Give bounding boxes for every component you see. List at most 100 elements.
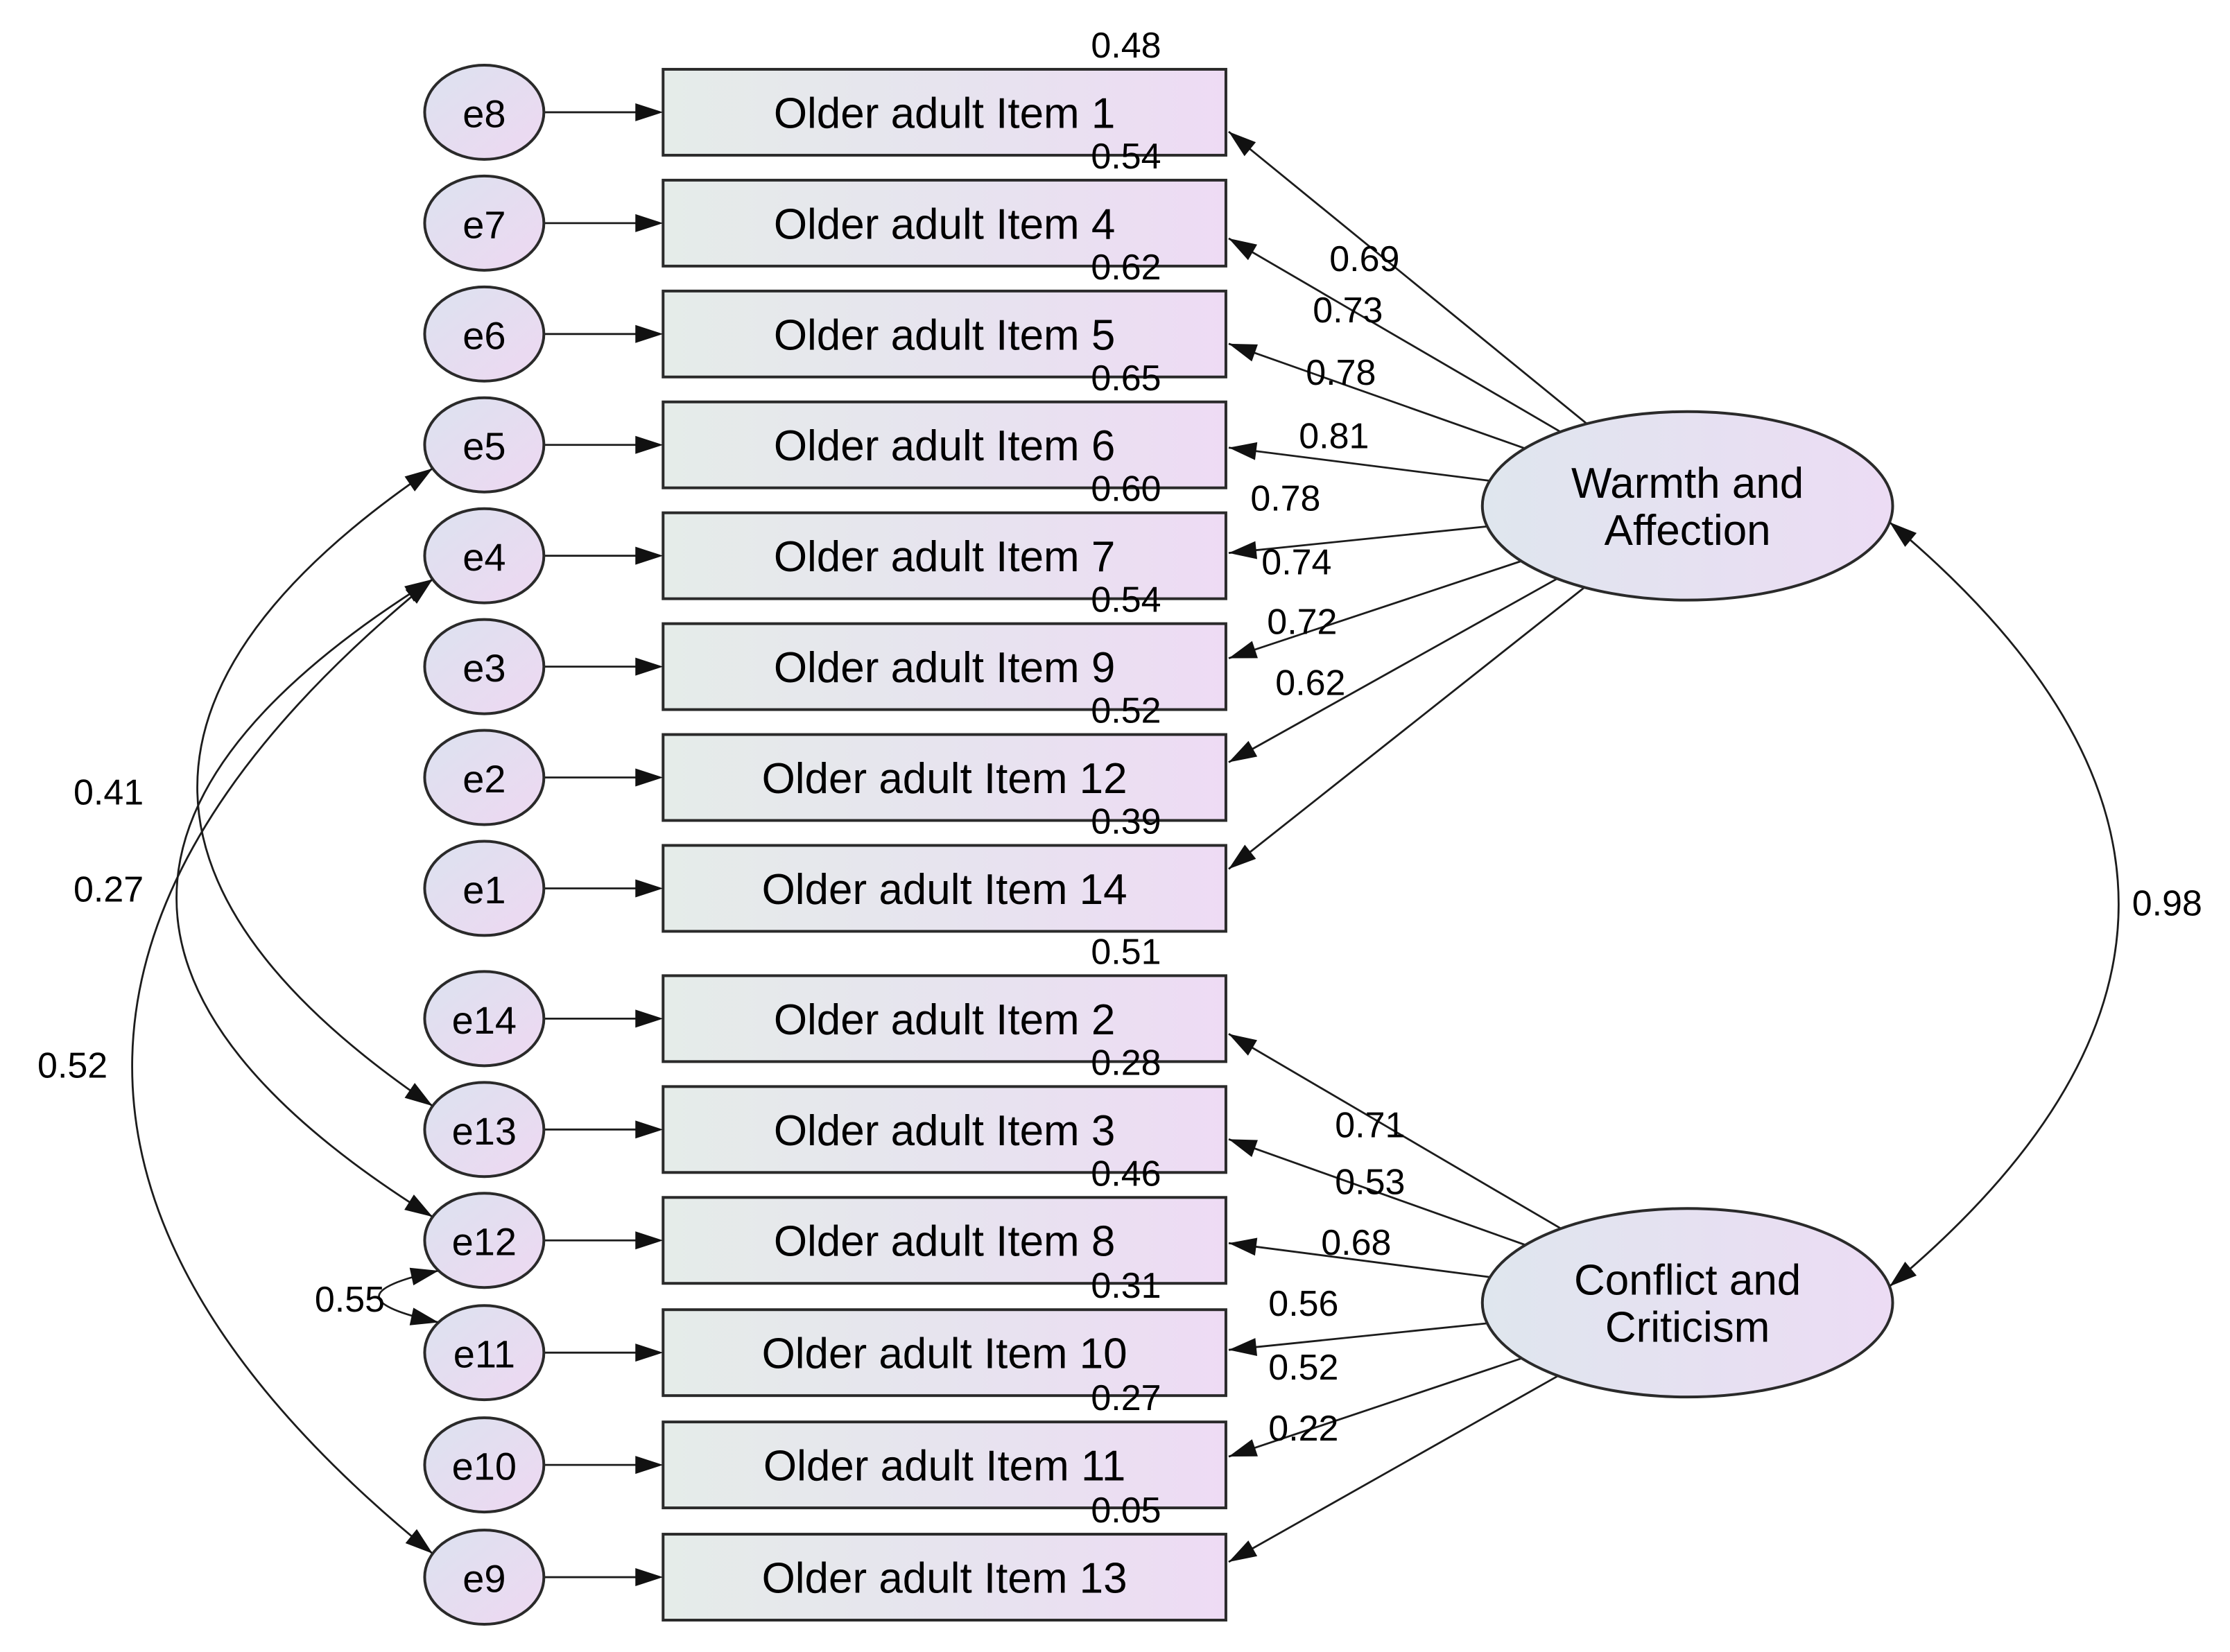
error-circle	[423, 970, 546, 1068]
arrowhead-icon	[404, 1083, 433, 1106]
error-covariance-label: 0.27	[74, 869, 144, 910]
arrowhead-icon	[635, 1009, 664, 1028]
nodes	[423, 63, 1894, 1626]
error-circle	[423, 174, 546, 272]
arrowhead-icon	[409, 1267, 439, 1286]
indicator-box	[662, 400, 1227, 489]
factor-loading-label: 0.72	[1267, 602, 1337, 643]
indicator-box-label: Older adult Item 11	[763, 1443, 1125, 1490]
error-circle-label: e4	[463, 535, 505, 579]
loading-path-arrow	[1228, 130, 1588, 425]
error-circle-label: e12	[452, 1220, 517, 1264]
r2-label: 0.27	[1091, 1378, 1161, 1418]
arrowhead-icon	[635, 879, 664, 898]
indicator-box	[662, 733, 1227, 822]
indicator-box-label: Older adult Item 10	[762, 1330, 1127, 1378]
error-covariance-curve	[131, 578, 433, 1555]
loading-path-arrow	[1228, 525, 1488, 555]
factor-loading-label: 0.78	[1306, 353, 1376, 393]
error-circle-label: e1	[463, 868, 505, 912]
loading-path-arrow	[1228, 446, 1490, 482]
latent-ellipse-warmth	[1480, 410, 1894, 602]
arrowhead-icon	[405, 579, 433, 604]
error-covariance-label: 0.52	[37, 1045, 107, 1086]
error-circle-label: e5	[463, 424, 505, 468]
indicator-box	[662, 178, 1227, 268]
indicator-box-label: Older adult Item 7	[774, 533, 1116, 581]
latent-ellipse-conflict	[1480, 1207, 1894, 1399]
arrowhead-icon	[1890, 522, 1917, 547]
factor-loading-label: 0.78	[1250, 479, 1320, 519]
error-covariance-curve	[378, 1269, 439, 1323]
latent-label-line1: Warmth and	[1571, 460, 1804, 507]
arrowhead-icon	[635, 324, 664, 343]
r2-label: 0.48	[1091, 26, 1161, 66]
error-circle-label: e13	[452, 1109, 517, 1153]
loading-path-arrow	[1228, 1138, 1526, 1246]
indicator-box-label: Older adult Item 12	[762, 755, 1127, 803]
error-circle	[423, 396, 546, 494]
arrowhead-icon	[635, 1120, 664, 1139]
arrowhead-icon	[635, 103, 664, 121]
factor-correlation-label: 0.98	[2132, 883, 2202, 923]
error-circle	[423, 1529, 546, 1626]
loading-path-arrow	[1228, 1322, 1488, 1351]
error-circle	[423, 729, 546, 826]
factor-loading-label: 0.81	[1299, 417, 1369, 457]
r2-label: 0.46	[1091, 1154, 1161, 1194]
error-covariance-label: 0.55	[315, 1280, 385, 1320]
arrowhead-icon	[1228, 1439, 1258, 1457]
error-circle-label: e6	[463, 313, 505, 357]
latent-label-line2: Affection	[1605, 507, 1771, 555]
loading-path-arrow	[1228, 577, 1558, 763]
arrowhead-icon	[1228, 541, 1258, 559]
factor-loading-label: 0.52	[1268, 1348, 1338, 1388]
r2-label: 0.52	[1091, 691, 1161, 731]
error-circle	[423, 507, 546, 605]
error-circle	[423, 1416, 546, 1514]
arrowhead-icon	[635, 214, 664, 232]
factor-loading-label: 0.69	[1329, 239, 1399, 279]
indicator-box-label: Older adult Item 6	[774, 422, 1116, 470]
labels: 0.41 0.27 0.52 0.55 Older adult Item 1 e8 0.48…	[37, 26, 2202, 1603]
r2-label: 0.65	[1091, 358, 1161, 399]
loading-path-arrow	[1228, 560, 1522, 659]
error-circle-label: e9	[463, 1557, 505, 1601]
arrowhead-icon	[635, 435, 664, 454]
arrowhead-icon	[405, 1529, 433, 1554]
indicator-box-label: Older adult Item 5	[774, 311, 1116, 359]
factor-loading-label: 0.56	[1268, 1284, 1338, 1324]
loading-path-arrow	[1228, 1375, 1559, 1563]
arrowhead-icon	[1228, 442, 1258, 460]
factor-loading-label: 0.68	[1321, 1223, 1391, 1263]
indicator-box	[662, 67, 1227, 157]
r2-label: 0.39	[1091, 802, 1161, 842]
r2-label: 0.54	[1091, 137, 1161, 177]
error-covariance-curve	[196, 467, 433, 1107]
latent-label-line2: Criticism	[1605, 1304, 1770, 1352]
arrowhead-icon	[635, 657, 664, 676]
indicator-box	[662, 622, 1227, 711]
loading-path-arrow	[1228, 1242, 1491, 1278]
path-arrows	[544, 111, 1588, 1579]
indicator-box-label: Older adult Item 1	[774, 89, 1116, 137]
factor-correlation-curve	[1889, 521, 2120, 1287]
r2-label: 0.62	[1091, 247, 1161, 288]
arrowhead-icon	[1228, 1338, 1258, 1357]
indicator-box-label: Older adult Item 13	[762, 1555, 1127, 1603]
indicator-box-label: Older adult Item 4	[774, 200, 1116, 248]
error-circle-label: e11	[453, 1332, 515, 1376]
indicator-box	[662, 1308, 1227, 1398]
error-circle-label: e10	[452, 1445, 517, 1488]
arrowhead-icon	[409, 1307, 439, 1325]
error-circle-label: e8	[463, 92, 505, 135]
factor-loading-label: 0.22	[1268, 1409, 1338, 1449]
arrowheads	[404, 103, 1917, 1587]
indicator-box	[662, 1085, 1227, 1174]
error-circle-label: e3	[463, 646, 505, 690]
error-circle-label: e2	[463, 757, 505, 801]
error-covariance-label: 0.41	[74, 773, 144, 813]
covariance-curves	[131, 467, 2120, 1555]
arrowhead-icon	[635, 1568, 664, 1587]
